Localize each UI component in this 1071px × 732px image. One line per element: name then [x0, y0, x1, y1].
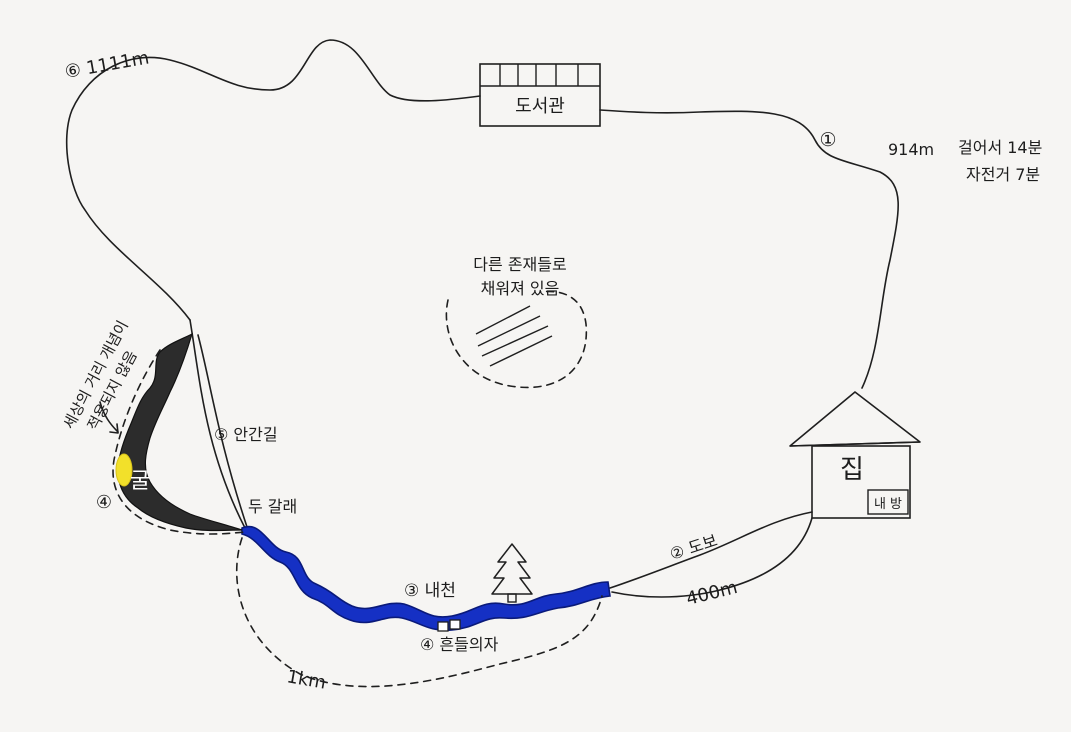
route-2-road-path [611, 517, 813, 598]
cave-area [117, 332, 243, 532]
route-6-path [189, 319, 246, 529]
cave-light [115, 453, 133, 487]
house-label: 집 [840, 455, 864, 485]
route-3-label: ③ 내천 [404, 581, 456, 601]
route-1-distance: 914m [888, 140, 934, 159]
route-1-walk-time: 걸어서 14분 [958, 138, 1042, 157]
dotted-1km-path [235, 537, 603, 688]
cave-note-arrow [99, 401, 119, 433]
house-icon [789, 391, 921, 519]
route-4-bench-label: ④ 흔들의자 [420, 635, 499, 654]
unknown-area-label-line2: 채워져 있음 [481, 279, 560, 298]
route-5-label: ⑤ 안간길 [214, 425, 278, 444]
unknown-area-outline [445, 290, 588, 389]
river-stream [241, 525, 611, 632]
library-label: 도서관 [515, 96, 565, 117]
cave-marker: ④ [96, 492, 112, 513]
route-1-marker: ① [819, 129, 836, 151]
route-2-walk-path [609, 511, 813, 589]
junction-label: 두 갈래 [248, 497, 297, 516]
cave-label: 굴 [130, 469, 150, 494]
route-library-to-hill-path [65, 39, 481, 321]
route-2-label: ② 도보 [667, 531, 719, 564]
route-1-bike-time: 자전거 7분 [966, 165, 1040, 184]
my-room-box [867, 489, 909, 515]
pine-tree-icon [491, 543, 533, 603]
cave-note-arrow-head [109, 423, 119, 434]
bench-icon [437, 619, 461, 632]
cave-outline [112, 349, 245, 535]
route-6-label: ⑥ 1111m [63, 47, 151, 82]
library-building-icon [479, 63, 601, 127]
route-2-distance: 400m [684, 577, 739, 610]
dotted-1km-label: 1km [285, 666, 327, 694]
route-5-path [197, 334, 249, 531]
unknown-area-label-line1: 다른 존재들로 [473, 255, 566, 274]
my-room-label: 내 방 [874, 497, 902, 512]
route-1-path [599, 109, 899, 389]
unknown-area-hatching [475, 305, 553, 367]
